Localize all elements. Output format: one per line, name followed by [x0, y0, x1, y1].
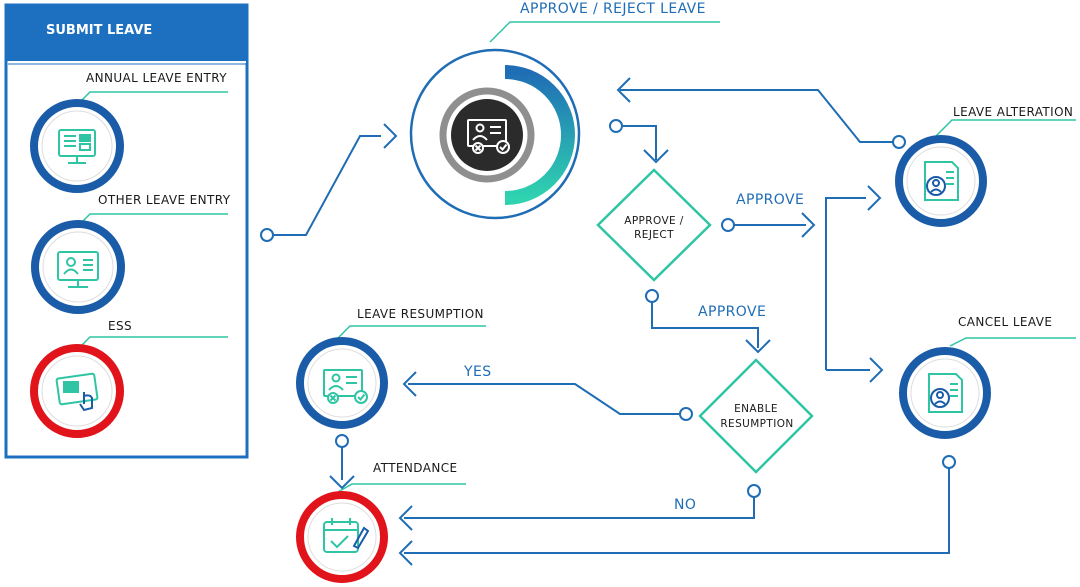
- monitor-form-icon: [58, 129, 96, 164]
- touch-screen-icon: [55, 372, 99, 412]
- leave-alteration-node[interactable]: LEAVE ALTERATION: [895, 105, 1076, 227]
- leave-resumption-node[interactable]: LEAVE RESUMPTION: [296, 307, 486, 429]
- submit-leave-title: SUBMIT LEAVE: [46, 23, 152, 38]
- attendance-node[interactable]: ATTENDANCE: [296, 461, 466, 583]
- submit-leave-header: [6, 5, 247, 61]
- connector-port: [260, 228, 274, 242]
- approve-reject-decision-line2: REJECT: [634, 229, 674, 241]
- enable-resumption-decision[interactable]: ENABLE RESUMPTION: [698, 358, 814, 474]
- cancel-leave-node[interactable]: CANCEL LEAVE: [899, 315, 1076, 439]
- submit-leave-panel: SUBMIT LEAVE ANNUAL LEAVE ENTRY OTHER LE…: [4, 3, 249, 459]
- other-leave-entry-label: OTHER LEAVE ENTRY: [98, 193, 231, 207]
- edge-label-approve-right: APPROVE: [736, 192, 804, 208]
- edge-label-approve-down: APPROVE: [698, 304, 766, 320]
- ess-node[interactable]: ESS: [30, 319, 228, 438]
- ess-label: ESS: [108, 319, 132, 333]
- document-cancel-icon: [928, 373, 963, 413]
- monitor-profile-icon: [57, 251, 99, 288]
- document-user-icon: [924, 161, 959, 201]
- annual-leave-entry-label: ANNUAL LEAVE ENTRY: [86, 71, 227, 85]
- enable-resumption-line1: ENABLE: [734, 403, 778, 415]
- leave-alteration-label: LEAVE ALTERATION: [953, 105, 1073, 119]
- leave-resumption-label: LEAVE RESUMPTION: [357, 307, 484, 321]
- attendance-label: ATTENDANCE: [373, 461, 457, 475]
- approve-reject-leave-node[interactable]: APPROVE / REJECT LEAVE: [409, 1, 720, 220]
- approve-reject-icon: [467, 119, 510, 154]
- annual-leave-entry-node[interactable]: ANNUAL LEAVE ENTRY: [30, 71, 228, 193]
- edge-label-yes: YES: [463, 364, 491, 380]
- approve-reject-decision-line1: APPROVE /: [624, 215, 684, 227]
- enable-resumption-line2: RESUMPTION: [720, 418, 793, 430]
- cancel-leave-label: CANCEL LEAVE: [958, 315, 1052, 329]
- other-leave-entry-node[interactable]: OTHER LEAVE ENTRY: [31, 193, 231, 314]
- edge-label-no: NO: [674, 497, 696, 513]
- calendar-check-icon: [323, 518, 370, 553]
- approve-reject-leave-label: APPROVE / REJECT LEAVE: [520, 1, 706, 17]
- resumption-icon: [323, 369, 368, 404]
- connectors: [260, 77, 956, 566]
- approve-reject-decision[interactable]: APPROVE / REJECT: [596, 168, 712, 282]
